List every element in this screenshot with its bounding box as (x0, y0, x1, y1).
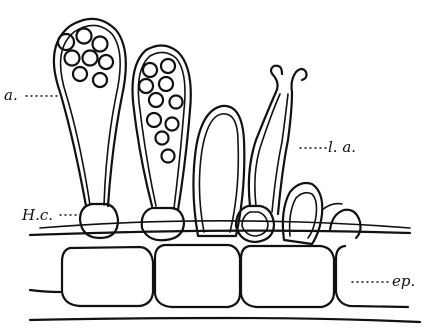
ascus-1-spores (58, 29, 113, 88)
ascus-1 (54, 19, 126, 238)
ascogenous-cell-2 (142, 208, 184, 240)
label-young-ascus: l. a. (300, 138, 356, 156)
label-hc: H.c. (21, 206, 53, 224)
label-ep: ep. (392, 272, 415, 290)
label-ascus: a. (4, 86, 58, 104)
label-epidermis: ep. (352, 272, 415, 290)
ascus-6 (322, 204, 361, 238)
label-la: l. a. (328, 138, 356, 156)
label-a: a. (4, 86, 18, 104)
epidermal-cell-1 (62, 247, 153, 306)
epidermal-cell-3 (241, 246, 334, 307)
label-ascogenous-cell: H.c. (21, 206, 84, 224)
epidermal-cell-2 (155, 245, 240, 307)
ascus-4-young (236, 66, 307, 242)
ascus-5 (283, 183, 322, 244)
ascus-2 (133, 45, 191, 240)
